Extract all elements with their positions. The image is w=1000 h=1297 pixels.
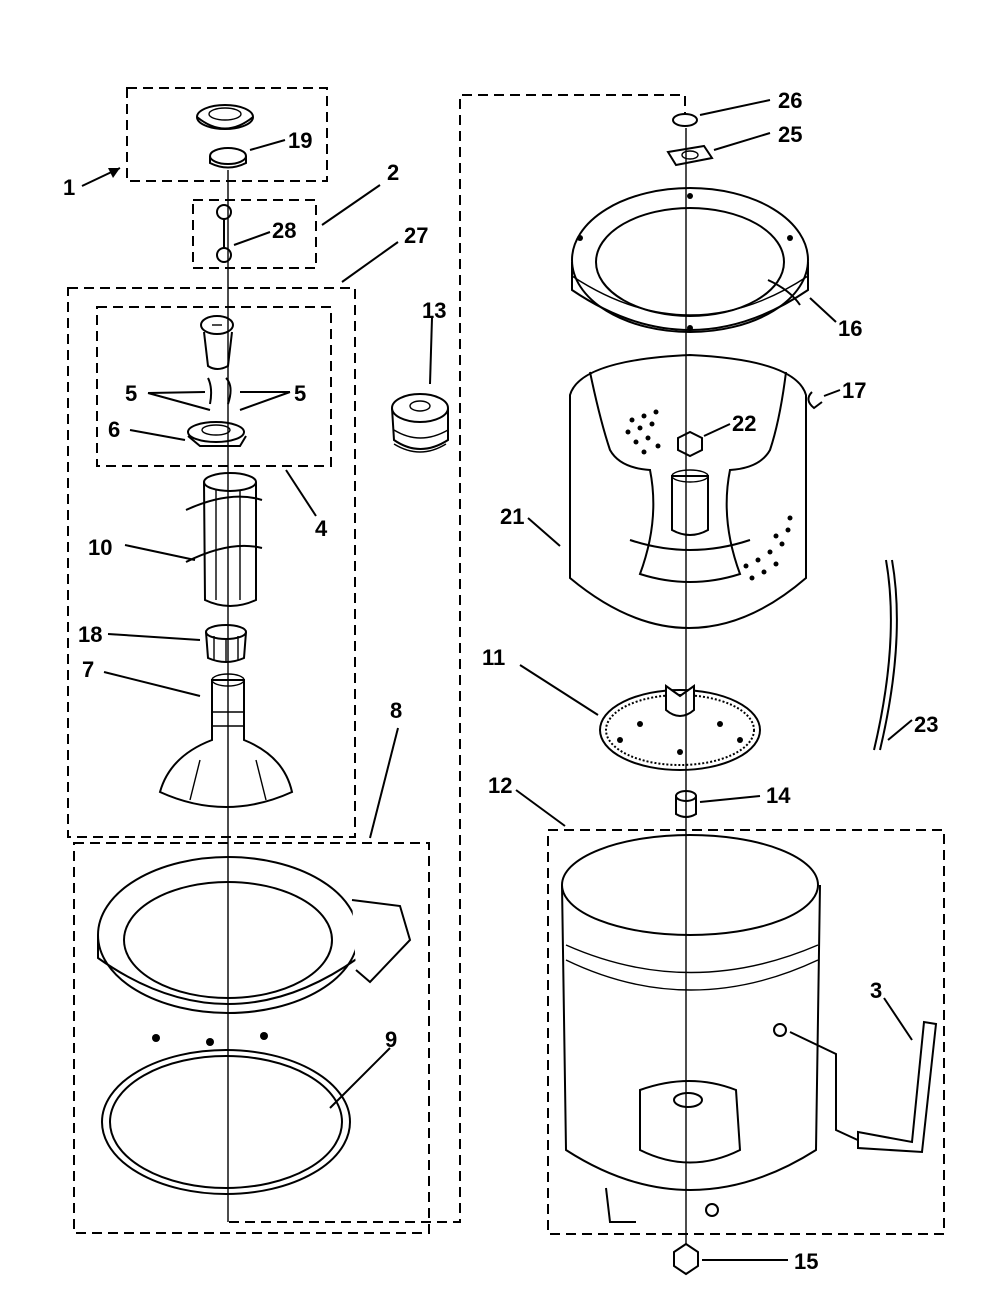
- part-3-hose: [789, 1020, 938, 1154]
- callout-18: 18: [78, 622, 102, 647]
- part-cam-assembly: [200, 315, 234, 370]
- part-9-gasket: [101, 1049, 351, 1195]
- part-26-nut: [672, 113, 698, 127]
- part-17-clip: [807, 391, 823, 410]
- part-11-drive-hub: [599, 684, 761, 771]
- callout-3: 3: [870, 978, 882, 1003]
- leader-8: [369, 727, 399, 839]
- group-8-box: [73, 842, 430, 1234]
- callout-21: 21: [500, 504, 524, 529]
- connector-line: [229, 94, 686, 1223]
- part-21-basket: [569, 279, 807, 629]
- leader-13: [429, 317, 433, 385]
- part-15-nut: [673, 1242, 699, 1276]
- callout-27: 27: [404, 223, 428, 248]
- part-19-agitator-cap: [196, 104, 254, 169]
- group-2-box: [192, 199, 317, 269]
- part-22-nut: [677, 430, 703, 458]
- leader-19: [249, 139, 286, 151]
- part-16-balance-ring: [571, 187, 809, 333]
- callout-1: 1: [63, 175, 75, 200]
- group-27-box: [67, 287, 356, 838]
- leader-27: [341, 241, 399, 283]
- leader-6: [129, 429, 186, 441]
- callout-13: 13: [422, 298, 446, 323]
- callout-12: 12: [488, 773, 512, 798]
- callout-23: 23: [914, 712, 938, 737]
- callout-6: 6: [108, 417, 120, 442]
- callout-10: 10: [88, 535, 112, 560]
- part-5-dogs: [207, 377, 232, 405]
- part-18-clutch: [205, 624, 247, 663]
- callout-28: 28: [272, 218, 296, 243]
- leader-4: [285, 469, 317, 517]
- leader-2: [321, 184, 381, 226]
- part-23-hose: [873, 559, 898, 751]
- leader-18: [107, 633, 201, 641]
- leader-10: [124, 544, 196, 561]
- callout-22: 22: [732, 411, 756, 436]
- part-6-cam: [187, 421, 247, 447]
- callout-2: 2: [387, 160, 399, 185]
- callout-5-right: 5: [294, 381, 306, 406]
- callout-16: 16: [838, 316, 862, 341]
- callout-25: 25: [778, 122, 802, 147]
- callout-11: 11: [482, 645, 505, 670]
- part-10-agitator-barrel: [185, 472, 263, 607]
- callout-19: 19: [288, 128, 312, 153]
- part-25-washer: [666, 144, 714, 167]
- group-12-box: [547, 829, 945, 1235]
- callout-26: 26: [778, 88, 802, 113]
- callout-5-left: 5: [125, 381, 137, 406]
- part-21-perforations: [625, 409, 793, 581]
- part-28-bolt: [216, 204, 232, 263]
- callout-8: 8: [390, 698, 402, 723]
- part-7-agitator-base: [158, 673, 294, 808]
- part-13-coupling: [391, 393, 449, 453]
- callout-9: 9: [385, 1027, 397, 1052]
- group-1-box: [126, 87, 328, 182]
- callout-17: 17: [842, 378, 866, 403]
- callout-7: 7: [82, 657, 94, 682]
- callout-4: 4: [315, 516, 328, 541]
- part-8-tub-ring: [97, 856, 412, 1046]
- callout-15: 15: [794, 1249, 818, 1274]
- leader-7: [103, 671, 201, 697]
- part-12-outer-tub: [561, 834, 821, 1223]
- leader-28: [233, 231, 271, 246]
- callout-14: 14: [766, 783, 791, 808]
- group-4-box: [96, 306, 332, 467]
- leader-9: [329, 1047, 391, 1109]
